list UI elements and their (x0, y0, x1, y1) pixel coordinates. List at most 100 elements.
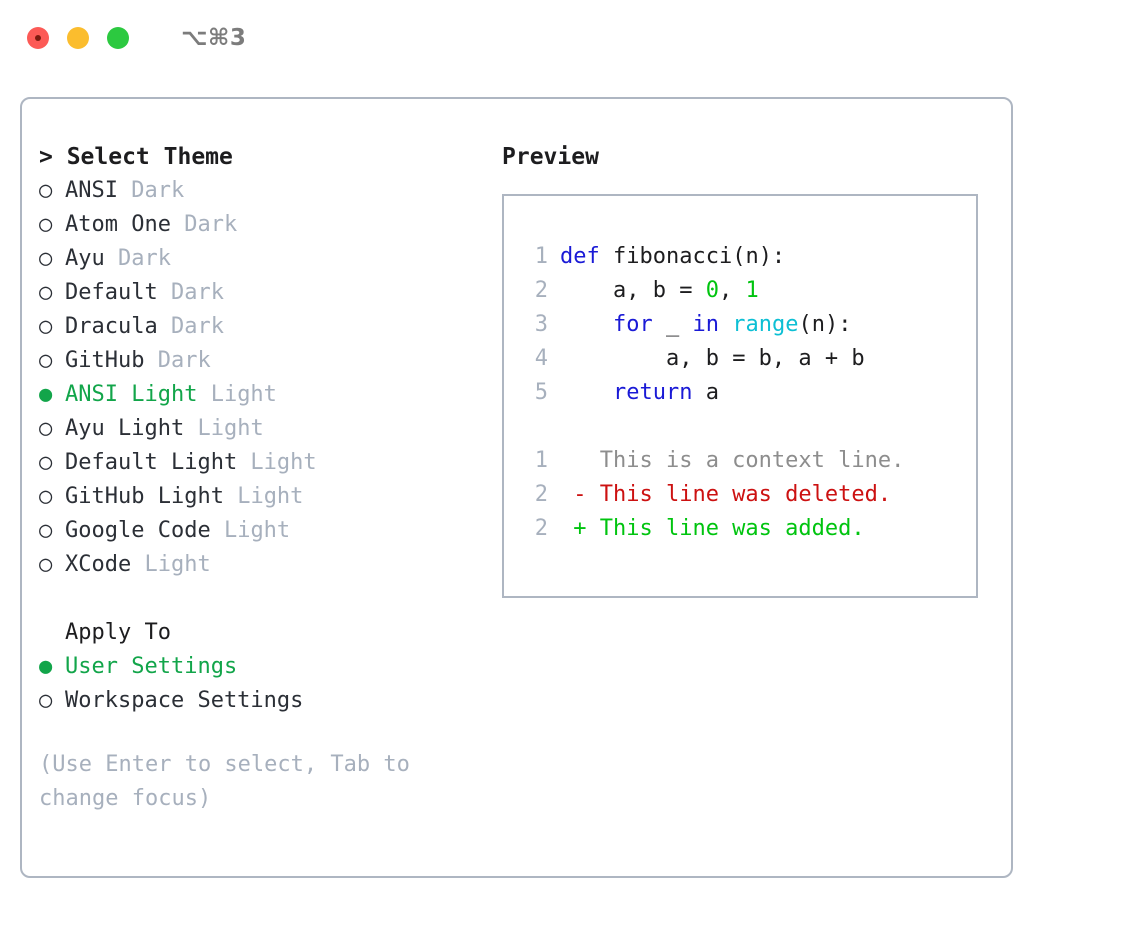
theme-option-label: ANSI Light (65, 382, 198, 407)
code-token: a (692, 380, 719, 405)
theme-option-7[interactable]: ○ Ayu Light Light (39, 412, 479, 446)
theme-option-8[interactable]: ○ Default Light Light (39, 446, 479, 480)
theme-picker-panel: > Select Theme ○ANSI Dark○Atom One Dark○… (20, 97, 1013, 878)
theme-option-label: Ayu (65, 246, 105, 271)
theme-option-5[interactable]: ○ GitHub Dark (39, 344, 479, 378)
theme-option-label: Atom One (65, 212, 171, 237)
line-number: 5 (534, 380, 548, 405)
line-number: 1 (534, 244, 548, 269)
diff-line-add: 2 + This line was added. (522, 512, 976, 546)
code-line-text: def fibonacci(n): (560, 240, 785, 274)
theme-option-6[interactable]: ● ANSI Light Light (39, 378, 479, 412)
diff-line-number: 2 (534, 482, 548, 507)
close-button[interactable] (27, 27, 49, 49)
line-number: 4 (534, 346, 548, 371)
code-line-text: for _ in range(n): (560, 308, 851, 342)
radio-unselected-icon: ○ (39, 688, 53, 713)
code-token (719, 312, 732, 337)
code-line-text: return a (560, 376, 719, 410)
theme-option-label: XCode (65, 552, 132, 577)
select-theme-heading: > Select Theme (39, 144, 233, 170)
theme-option-label: Google Code (65, 518, 211, 543)
theme-option-category: Light (197, 382, 277, 407)
theme-option-0[interactable]: ○ ANSI Dark (39, 174, 479, 208)
code-token: _ (652, 312, 693, 337)
radio-unselected-icon: ○ (39, 280, 53, 305)
radio-unselected-icon: ○ (39, 246, 53, 271)
diff-sample: 1 This is a context line.2 - This line w… (522, 444, 976, 546)
diff-line-number: 2 (534, 516, 548, 541)
theme-option-11[interactable]: ○XCode Light (39, 548, 479, 582)
theme-option-label: Default Light (65, 450, 238, 475)
theme-option-label: Dracula (65, 314, 158, 339)
code-token: return (612, 380, 693, 405)
code-sample: 1 def fibonacci(n):2 a, b = 0, 1 3 for _ i… (522, 240, 976, 410)
code-token: in (692, 312, 719, 337)
code-token: 1 (745, 278, 759, 303)
radio-unselected-icon: ○ (39, 178, 53, 203)
theme-list-column: > Select Theme ○ANSI Dark○Atom One Dark○… (39, 140, 479, 816)
code-line: 2 a, b = 0, 1 (522, 274, 976, 308)
section-spacer (39, 582, 479, 616)
apply-option-1[interactable]: ○ Workspace Settings (39, 684, 479, 718)
diff-line-text: - This line was deleted. (560, 482, 892, 507)
theme-option-3[interactable]: ○Default Dark (39, 276, 479, 310)
minimize-button[interactable] (67, 27, 89, 49)
maximize-button[interactable] (107, 27, 129, 49)
radio-unselected-icon: ○ (39, 212, 53, 237)
radio-unselected-icon: ○ (39, 450, 53, 475)
theme-option-label: ANSI (65, 178, 118, 203)
code-token: a, b = b, a + b (665, 346, 865, 371)
keyboard-hint-text: (Use Enter to select, Tab to change focu… (39, 752, 410, 811)
radio-unselected-icon: ○ (39, 314, 53, 339)
theme-option-category: Dark (117, 178, 185, 203)
theme-option-category: Dark (170, 212, 238, 237)
code-token: for (612, 312, 653, 337)
apply-to-list[interactable]: ● User Settings ○ Workspace Settings (39, 650, 479, 718)
theme-option-category: Light (237, 450, 317, 475)
theme-option-label: Ayu Light (65, 416, 185, 441)
diff-line-text: + This line was added. (560, 516, 865, 541)
diff-line-del: 2 - This line was deleted. (522, 478, 976, 512)
theme-option-4[interactable]: ○ Dracula Dark (39, 310, 479, 344)
apply-option-label: Workspace Settings (65, 688, 304, 713)
code-token: def (560, 244, 600, 269)
radio-selected-icon: ● (39, 382, 53, 407)
code-diff-spacer (522, 410, 976, 444)
theme-option-category: Light (184, 416, 264, 441)
theme-option-category: Dark (144, 348, 211, 373)
radio-unselected-icon: ○ (39, 552, 53, 577)
theme-list[interactable]: ○ANSI Dark○Atom One Dark○Ayu Dark○Defaul… (39, 174, 479, 582)
theme-option-category: Dark (157, 280, 224, 305)
line-number: 3 (534, 312, 548, 337)
code-token: , (718, 278, 746, 303)
preview-heading: Preview (502, 144, 599, 170)
radio-unselected-icon: ○ (39, 484, 53, 509)
code-line: 5 return a (522, 376, 976, 410)
code-token: a, b = (612, 278, 706, 303)
theme-option-2[interactable]: ○ Ayu Dark (39, 242, 479, 276)
theme-option-category: Dark (104, 246, 171, 271)
window-controls (27, 27, 129, 49)
radio-unselected-icon: ○ (39, 416, 53, 441)
theme-option-label: GitHub (65, 348, 145, 373)
code-token: range (732, 312, 799, 337)
code-line-text: a, b = 0, 1 (560, 274, 759, 308)
apply-option-0[interactable]: ● User Settings (39, 650, 479, 684)
radio-selected-icon: ● (39, 654, 53, 679)
keyboard-shortcut-label: ⌥⌘3 (181, 25, 247, 51)
window-titlebar: ⌥⌘3 (0, 0, 1140, 76)
code-token: (n): (798, 312, 852, 337)
theme-option-10[interactable]: ○Google Code Light (39, 514, 479, 548)
diff-line-number: 1 (534, 448, 548, 473)
diff-line-ctx: 1 This is a context line. (522, 444, 976, 478)
theme-option-category: Dark (157, 314, 224, 339)
theme-option-9[interactable]: ○GitHub Light Light (39, 480, 479, 514)
apply-option-label: User Settings (65, 654, 238, 679)
apply-to-heading: Apply To (65, 620, 171, 645)
theme-option-1[interactable]: ○ Atom One Dark (39, 208, 479, 242)
code-line: 4 a, b = b, a + b (522, 342, 976, 376)
radio-unselected-icon: ○ (39, 348, 53, 373)
